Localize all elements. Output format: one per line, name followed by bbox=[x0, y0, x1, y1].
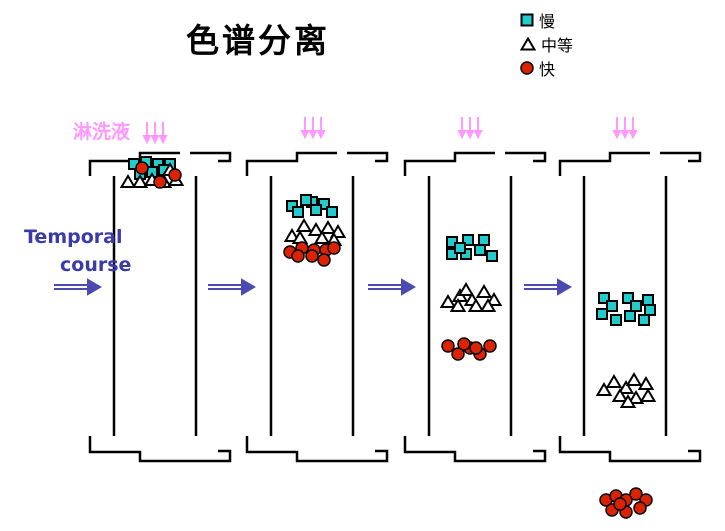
medium-particle bbox=[319, 220, 337, 234]
fast-particle bbox=[633, 501, 647, 515]
triangle-icon bbox=[520, 37, 536, 51]
medium-particle bbox=[595, 382, 613, 396]
page-title: 色谱分离 bbox=[186, 21, 330, 60]
slow-particle bbox=[596, 308, 608, 320]
medium-particle bbox=[619, 394, 637, 408]
medium-particle bbox=[605, 374, 623, 388]
eluent-arrows-2 bbox=[301, 116, 325, 138]
fast-particle bbox=[457, 337, 471, 351]
slow-particle bbox=[454, 242, 466, 254]
slow-particle bbox=[462, 234, 474, 246]
medium-particle bbox=[307, 222, 325, 236]
particle-layer bbox=[119, 156, 657, 519]
legend-label-slow: 慢 bbox=[539, 12, 556, 31]
time-arrow-3 bbox=[367, 279, 415, 295]
slow-particle bbox=[478, 234, 490, 246]
fast-particle bbox=[153, 175, 167, 189]
medium-particle bbox=[625, 372, 643, 386]
medium-particle bbox=[457, 282, 475, 296]
legend-item-medium: 中等 bbox=[520, 32, 573, 56]
temporal-label-line2: course bbox=[60, 254, 132, 276]
slow-particle bbox=[642, 294, 654, 306]
fast-particle bbox=[305, 249, 319, 263]
slow-particle bbox=[310, 204, 322, 216]
slow-particle bbox=[610, 314, 622, 326]
legend: 慢 中等 快 bbox=[520, 8, 573, 80]
medium-particle bbox=[313, 230, 331, 244]
time-arrow-2 bbox=[207, 279, 255, 295]
slow-particle bbox=[624, 310, 636, 322]
temporal-label-line1: Temporal bbox=[24, 226, 123, 248]
fast-particle bbox=[135, 161, 149, 175]
time-arrow-1 bbox=[53, 279, 101, 295]
medium-particle bbox=[131, 174, 149, 188]
slow-particle bbox=[622, 292, 634, 304]
slow-particle bbox=[644, 304, 656, 316]
slow-particle bbox=[486, 250, 498, 262]
slow-particle bbox=[606, 300, 618, 312]
slow-particle bbox=[474, 244, 486, 256]
slow-particle bbox=[326, 206, 338, 218]
slow-particle bbox=[630, 300, 642, 312]
medium-particle bbox=[627, 390, 645, 404]
medium-particle bbox=[119, 174, 137, 188]
fast-particle bbox=[317, 253, 331, 267]
medium-particle bbox=[485, 292, 503, 306]
eluent-arrows-1 bbox=[143, 121, 167, 143]
eluent-arrows-3 bbox=[458, 116, 482, 138]
legend-item-fast: 快 bbox=[520, 56, 573, 80]
square-icon bbox=[520, 13, 534, 27]
slow-particle bbox=[300, 194, 312, 206]
medium-particle bbox=[449, 298, 467, 312]
eluent-arrows-4 bbox=[613, 116, 637, 138]
slow-particle bbox=[598, 292, 610, 304]
medium-particle bbox=[475, 284, 493, 298]
legend-label-fast: 快 bbox=[539, 60, 556, 79]
fast-particle bbox=[613, 497, 627, 511]
medium-particle bbox=[637, 376, 655, 390]
eluent-label: 淋洗液 bbox=[73, 121, 131, 143]
medium-particle bbox=[479, 298, 497, 312]
slow-particle bbox=[292, 206, 304, 218]
fast-particle bbox=[168, 168, 182, 182]
medium-particle bbox=[467, 298, 485, 312]
column-1 bbox=[88, 151, 232, 463]
fast-particle bbox=[441, 339, 455, 353]
fast-particle bbox=[629, 487, 643, 501]
medium-particle bbox=[295, 218, 313, 232]
circle-icon bbox=[520, 61, 534, 75]
fast-particle bbox=[451, 347, 465, 361]
fast-particle bbox=[291, 249, 305, 263]
slow-particle bbox=[638, 314, 650, 326]
medium-particle bbox=[639, 388, 657, 402]
fast-particle bbox=[483, 339, 497, 353]
fast-particle bbox=[327, 241, 341, 255]
medium-particle bbox=[617, 380, 635, 394]
time-arrow-4 bbox=[523, 279, 571, 295]
fast-particle bbox=[469, 341, 483, 355]
medium-particle bbox=[611, 388, 629, 402]
legend-item-slow: 慢 bbox=[520, 8, 573, 32]
legend-label-medium: 中等 bbox=[541, 36, 574, 55]
medium-particle bbox=[439, 294, 457, 308]
